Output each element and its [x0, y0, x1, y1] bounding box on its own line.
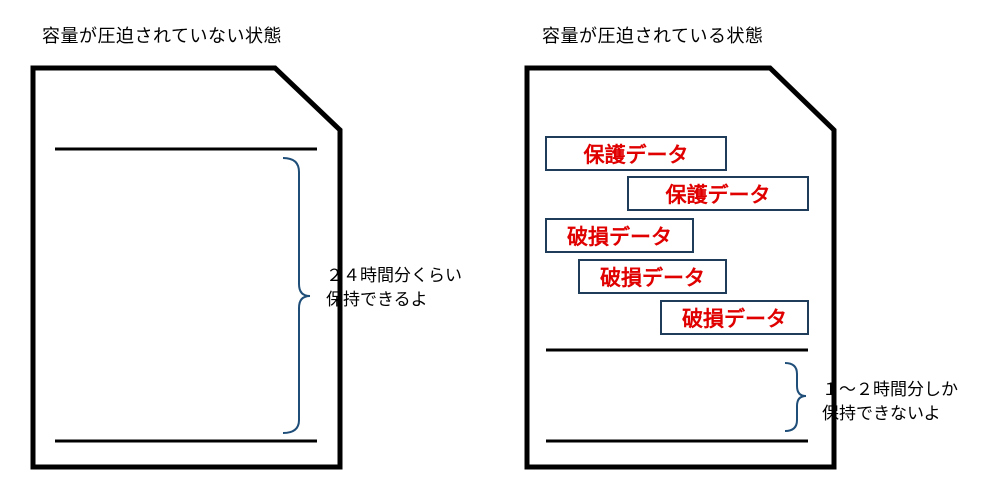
right-heading: 容量が圧迫されている状態 [542, 26, 764, 47]
right-note-line1: １～２時間分しか [822, 380, 958, 400]
right-note: １～２時間分しか 保持できないよ [822, 378, 958, 426]
data-block-protected-1: 保護データ [545, 136, 727, 171]
data-block-protected-2: 保護データ [627, 176, 809, 211]
left-note-line2: 保持できるよ [326, 290, 428, 310]
right-brace [784, 362, 807, 432]
data-block-corrupted-2: 破損データ [578, 259, 727, 294]
left-brace [282, 157, 311, 434]
right-card-outline [524, 65, 837, 470]
left-card-outline [30, 65, 343, 470]
data-block-corrupted-3: 破損データ [660, 300, 809, 335]
left-note: ２４時間分くらい 保持できるよ [326, 264, 462, 312]
left-heading: 容量が圧迫されていない状態 [42, 26, 282, 47]
right-note-line2: 保持できないよ [822, 404, 941, 424]
data-block-corrupted-1: 破損データ [545, 218, 694, 253]
left-note-line1: ２４時間分くらい [326, 266, 462, 286]
